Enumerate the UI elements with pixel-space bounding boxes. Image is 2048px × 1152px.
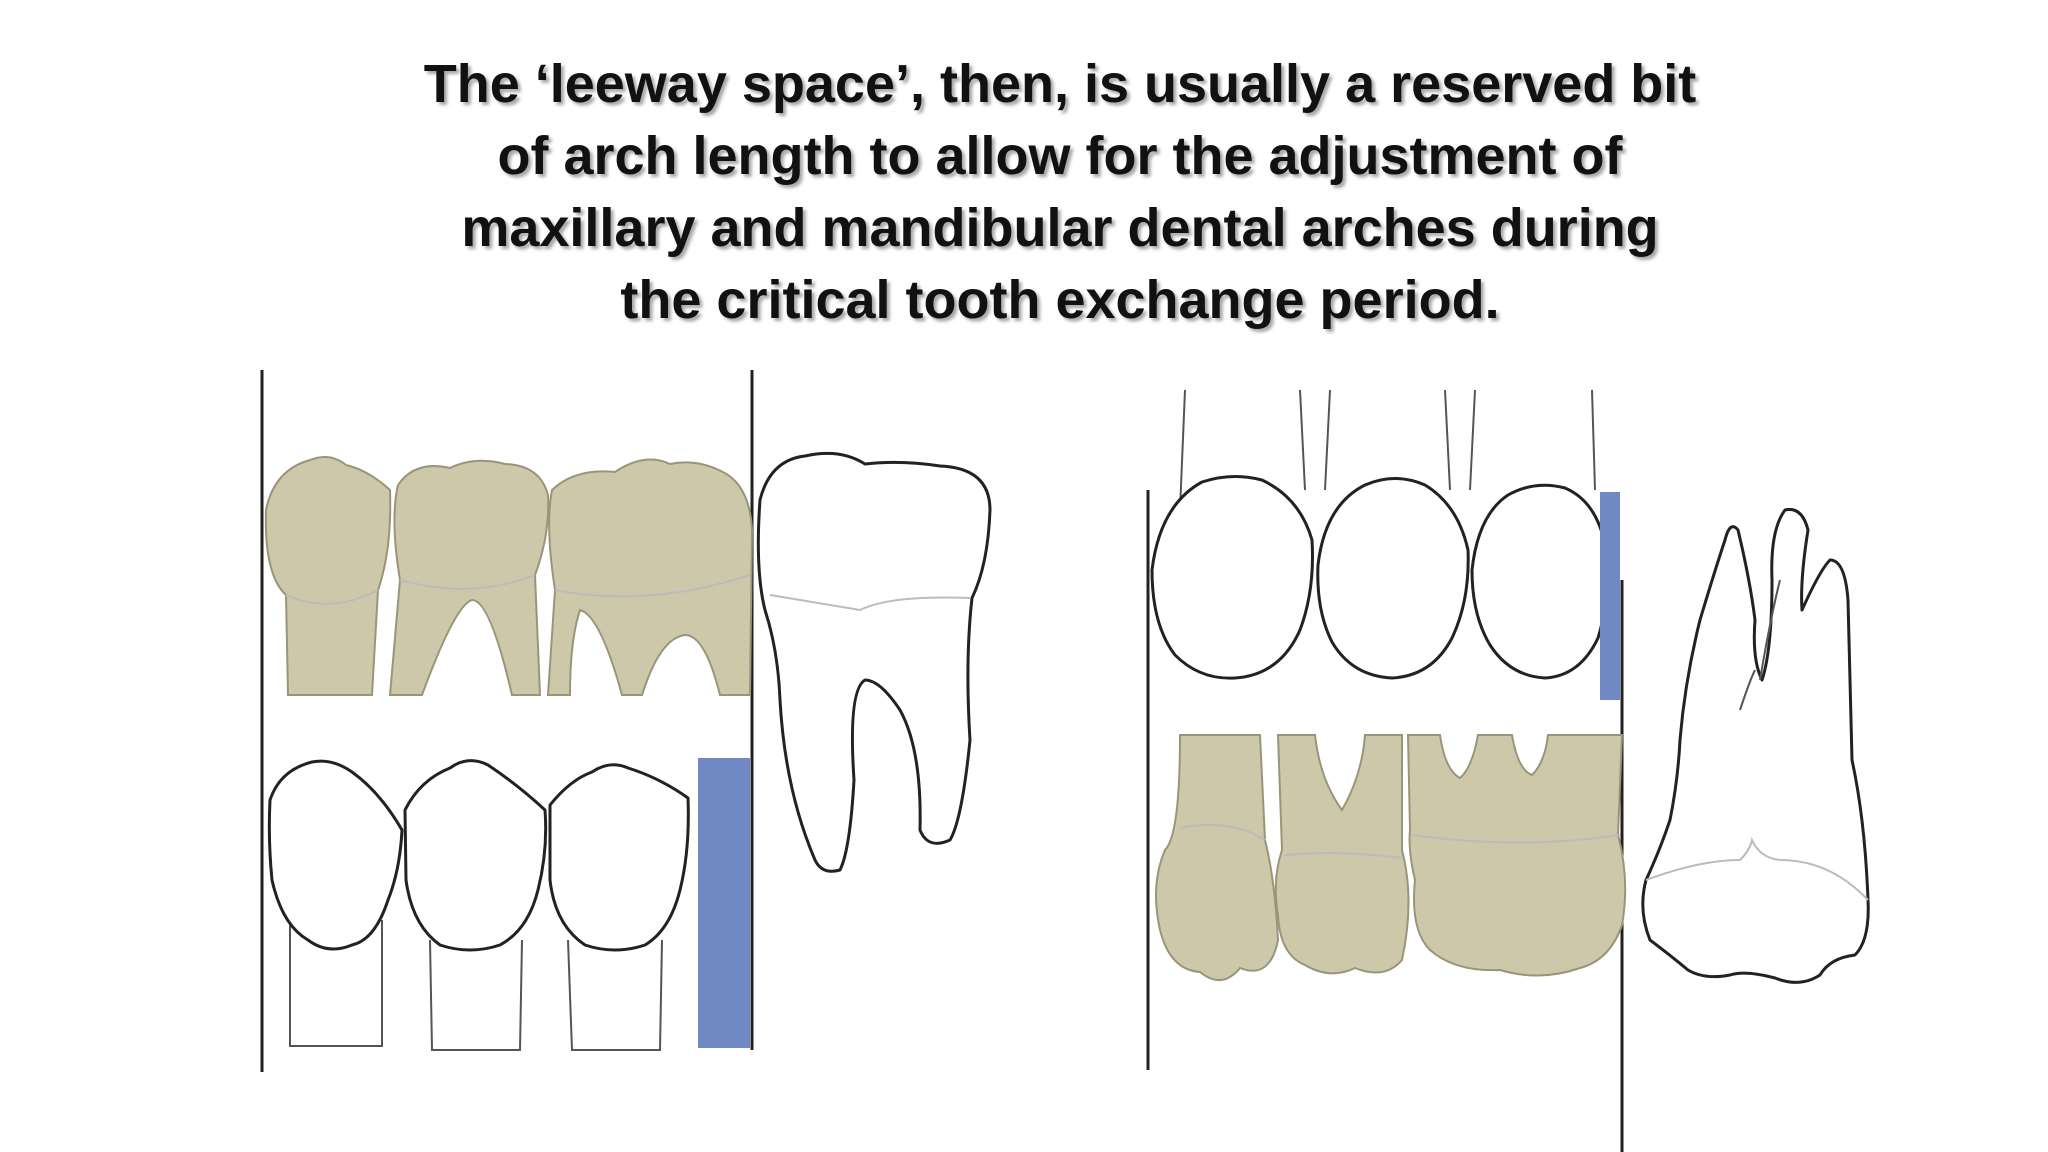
primary-first-molar-upper xyxy=(1274,734,1410,975)
primary-canine-upper xyxy=(1155,734,1280,981)
permanent-second-premolar-upper xyxy=(1469,389,1609,680)
left-leeway-space-bar xyxy=(698,758,750,1048)
right-dentition-diagram xyxy=(1146,389,1870,1152)
title-line-1: The ‘leeway space’, then, is usually a r… xyxy=(423,54,1697,114)
primary-second-molar xyxy=(546,458,754,696)
permanent-canine xyxy=(267,759,404,1047)
slide-title: The ‘leeway space’, then, is usually a r… xyxy=(360,48,1760,336)
permanent-first-molar xyxy=(756,451,992,873)
left-dentition-diagram xyxy=(260,370,992,1072)
primary-canine xyxy=(264,455,392,696)
primary-first-molar xyxy=(388,459,550,696)
permanent-canine-upper xyxy=(1150,389,1314,680)
right-leeway-space-bar xyxy=(1600,492,1620,700)
permanent-first-premolar-upper xyxy=(1316,389,1470,680)
title-line-3: maxillary and mandibular dental arches d… xyxy=(461,198,1659,258)
title-line-2: of arch length to allow for the adjustme… xyxy=(497,126,1623,186)
permanent-first-molar-upper xyxy=(1641,507,1870,984)
permanent-second-premolar xyxy=(548,763,690,1051)
primary-second-molar-upper xyxy=(1406,734,1627,977)
permanent-first-premolar xyxy=(403,759,548,1051)
title-line-4: the critical tooth exchange period. xyxy=(620,270,1500,330)
